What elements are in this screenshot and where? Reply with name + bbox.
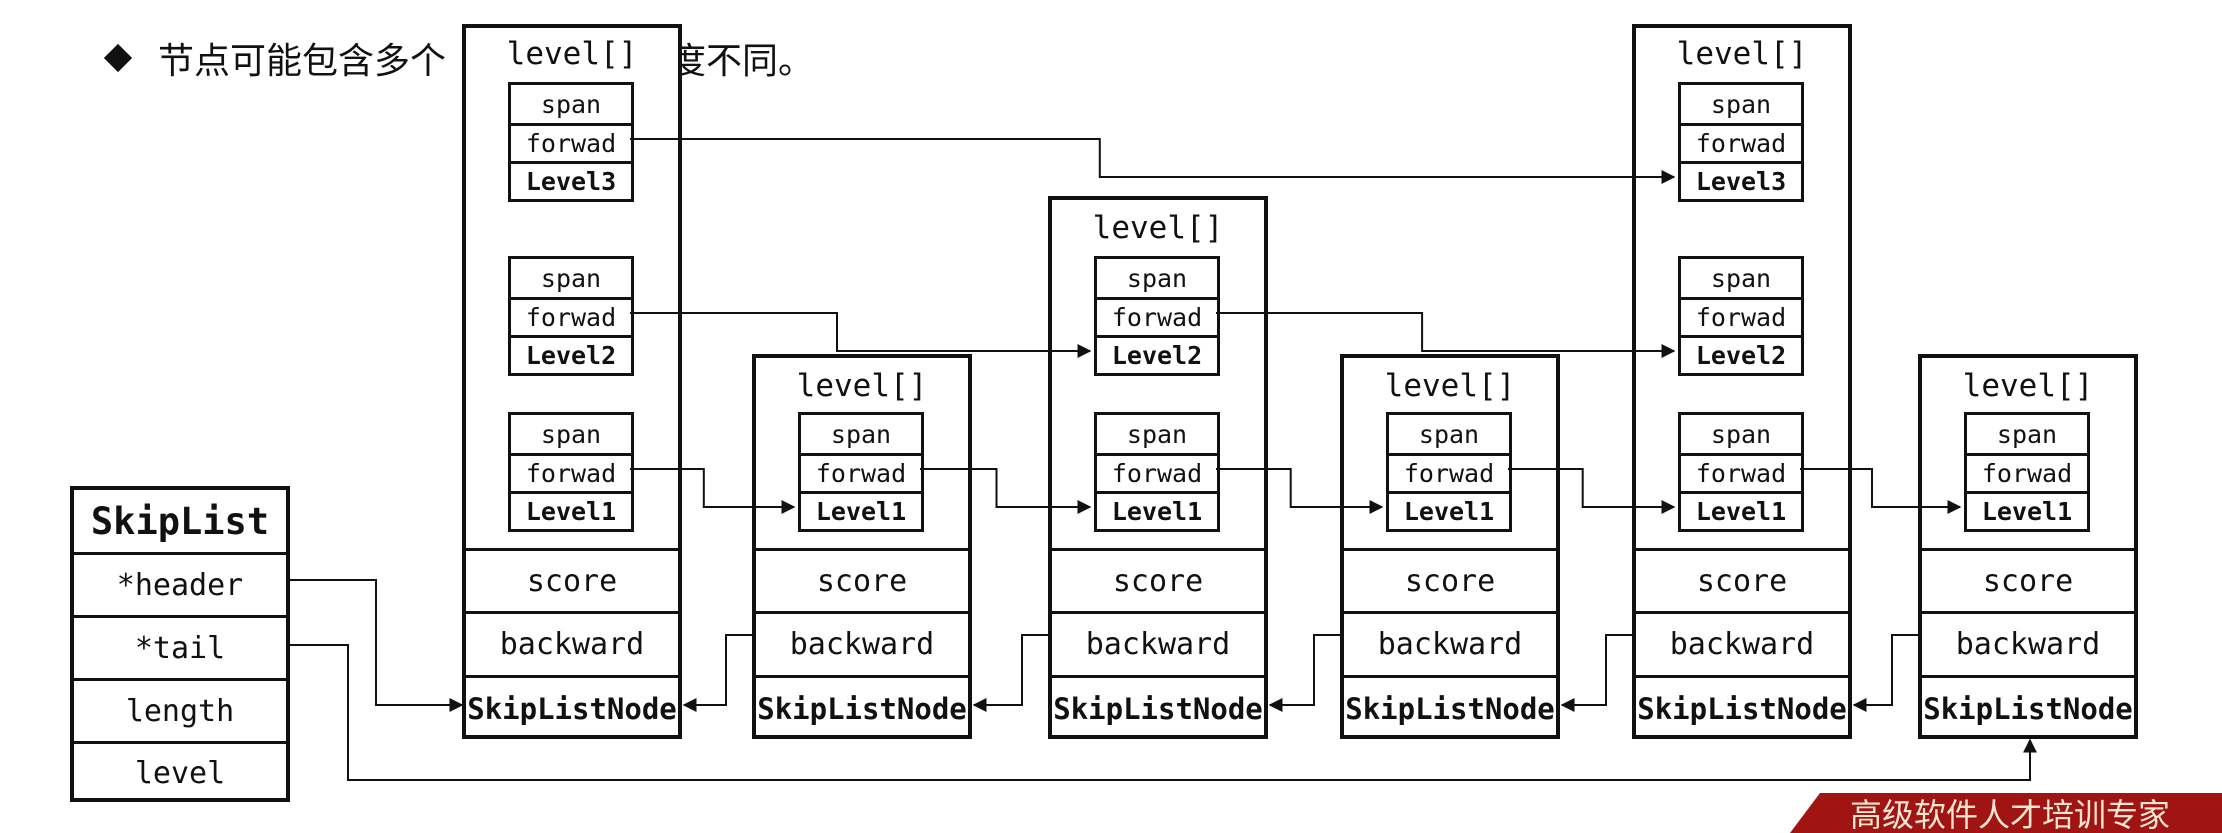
- score-field: score: [466, 548, 678, 611]
- span-field: span: [1710, 419, 1772, 449]
- backward-pointer: backward: [1052, 611, 1264, 674]
- forward-pointer: forwad: [511, 297, 631, 335]
- level-name: Level2: [511, 335, 631, 373]
- forward-arrow-level2: [630, 312, 1092, 358]
- span-field: span: [1710, 89, 1772, 119]
- backward-arrow: [682, 634, 756, 712]
- span-field: span: [540, 89, 602, 119]
- backward-pointer: backward: [1636, 611, 1848, 674]
- skiplist-field-level: level: [74, 741, 286, 802]
- skiplist-field-length: length: [74, 678, 286, 741]
- skiplist-field-tail: *tail: [74, 615, 286, 678]
- span-field: span: [1126, 263, 1188, 293]
- score-field: score: [756, 548, 968, 611]
- node-type-label: SkipListNode: [1636, 675, 1848, 739]
- header-arrow: [290, 579, 464, 712]
- forward-pointer: forwad: [1097, 297, 1217, 335]
- span-field: span: [540, 263, 602, 293]
- backward-pointer: backward: [1344, 611, 1556, 674]
- backward-arrow: [1852, 634, 1922, 712]
- level-name: Level2: [1681, 335, 1801, 373]
- forward-pointer: forwad: [1389, 453, 1509, 491]
- forward-arrow-level3: [630, 138, 1676, 184]
- level-name: Level1: [511, 491, 631, 529]
- span-field: span: [1996, 419, 2058, 449]
- score-field: score: [1922, 548, 2134, 611]
- forward-pointer: forwad: [1681, 297, 1801, 335]
- forward-pointer: forwad: [1681, 453, 1801, 491]
- backward-pointer: backward: [466, 611, 678, 674]
- forward-pointer: forwad: [1681, 123, 1801, 161]
- node-type-label: SkipListNode: [466, 675, 678, 739]
- span-field: span: [540, 419, 602, 449]
- node-type-label: SkipListNode: [1052, 675, 1264, 739]
- level-array-label: level[]: [796, 368, 928, 404]
- backward-pointer: backward: [1922, 611, 2134, 674]
- forward-pointer: forwad: [511, 453, 631, 491]
- span-field: span: [1710, 263, 1772, 293]
- forward-pointer: forwad: [1097, 453, 1217, 491]
- level-name: Level1: [801, 491, 921, 529]
- level-array-label: level[]: [1092, 210, 1224, 246]
- span-field: span: [830, 419, 892, 449]
- level-name: Level1: [1389, 491, 1509, 529]
- level-array-label: level[]: [1384, 368, 1516, 404]
- level-array-label: level[]: [1962, 368, 2094, 404]
- bullet-text-tail: 度不同。: [670, 41, 815, 82]
- node-type-label: SkipListNode: [1922, 675, 2134, 739]
- level-name: Level1: [1967, 491, 2087, 529]
- span-field: span: [1418, 419, 1480, 449]
- forward-arrow-level2: [1216, 312, 1676, 358]
- backward-pointer: backward: [756, 611, 968, 674]
- score-field: score: [1636, 548, 1848, 611]
- level-name: Level3: [511, 161, 631, 199]
- backward-arrow: [972, 634, 1052, 712]
- forward-pointer: forwad: [511, 123, 631, 161]
- level-name: Level1: [1097, 491, 1217, 529]
- bullet-diamond-icon: [103, 43, 133, 73]
- backward-arrow: [1560, 634, 1636, 712]
- bullet-text: 节点可能包含多个: [158, 41, 447, 82]
- score-field: score: [1344, 548, 1556, 611]
- node-type-label: SkipListNode: [1344, 675, 1556, 739]
- forward-pointer: forwad: [801, 453, 921, 491]
- level-name: Level1: [1681, 491, 1801, 529]
- score-field: score: [1052, 548, 1264, 611]
- level-array-label: level[]: [506, 36, 638, 72]
- skiplist-field-header: *header: [74, 552, 286, 615]
- level-name: Level3: [1681, 161, 1801, 199]
- node-type-label: SkipListNode: [756, 675, 968, 739]
- footer-banner: 高级软件人才培训专家: [1790, 793, 2222, 833]
- backward-arrow: [1268, 634, 1344, 712]
- span-field: span: [1126, 419, 1188, 449]
- level-name: Level2: [1097, 335, 1217, 373]
- level-array-label: level[]: [1676, 36, 1808, 72]
- bullet-line: 节点可能包含多个 度不同。: [103, 32, 815, 84]
- skiplist-title: SkipList: [90, 499, 270, 543]
- forward-pointer: forwad: [1967, 453, 2087, 491]
